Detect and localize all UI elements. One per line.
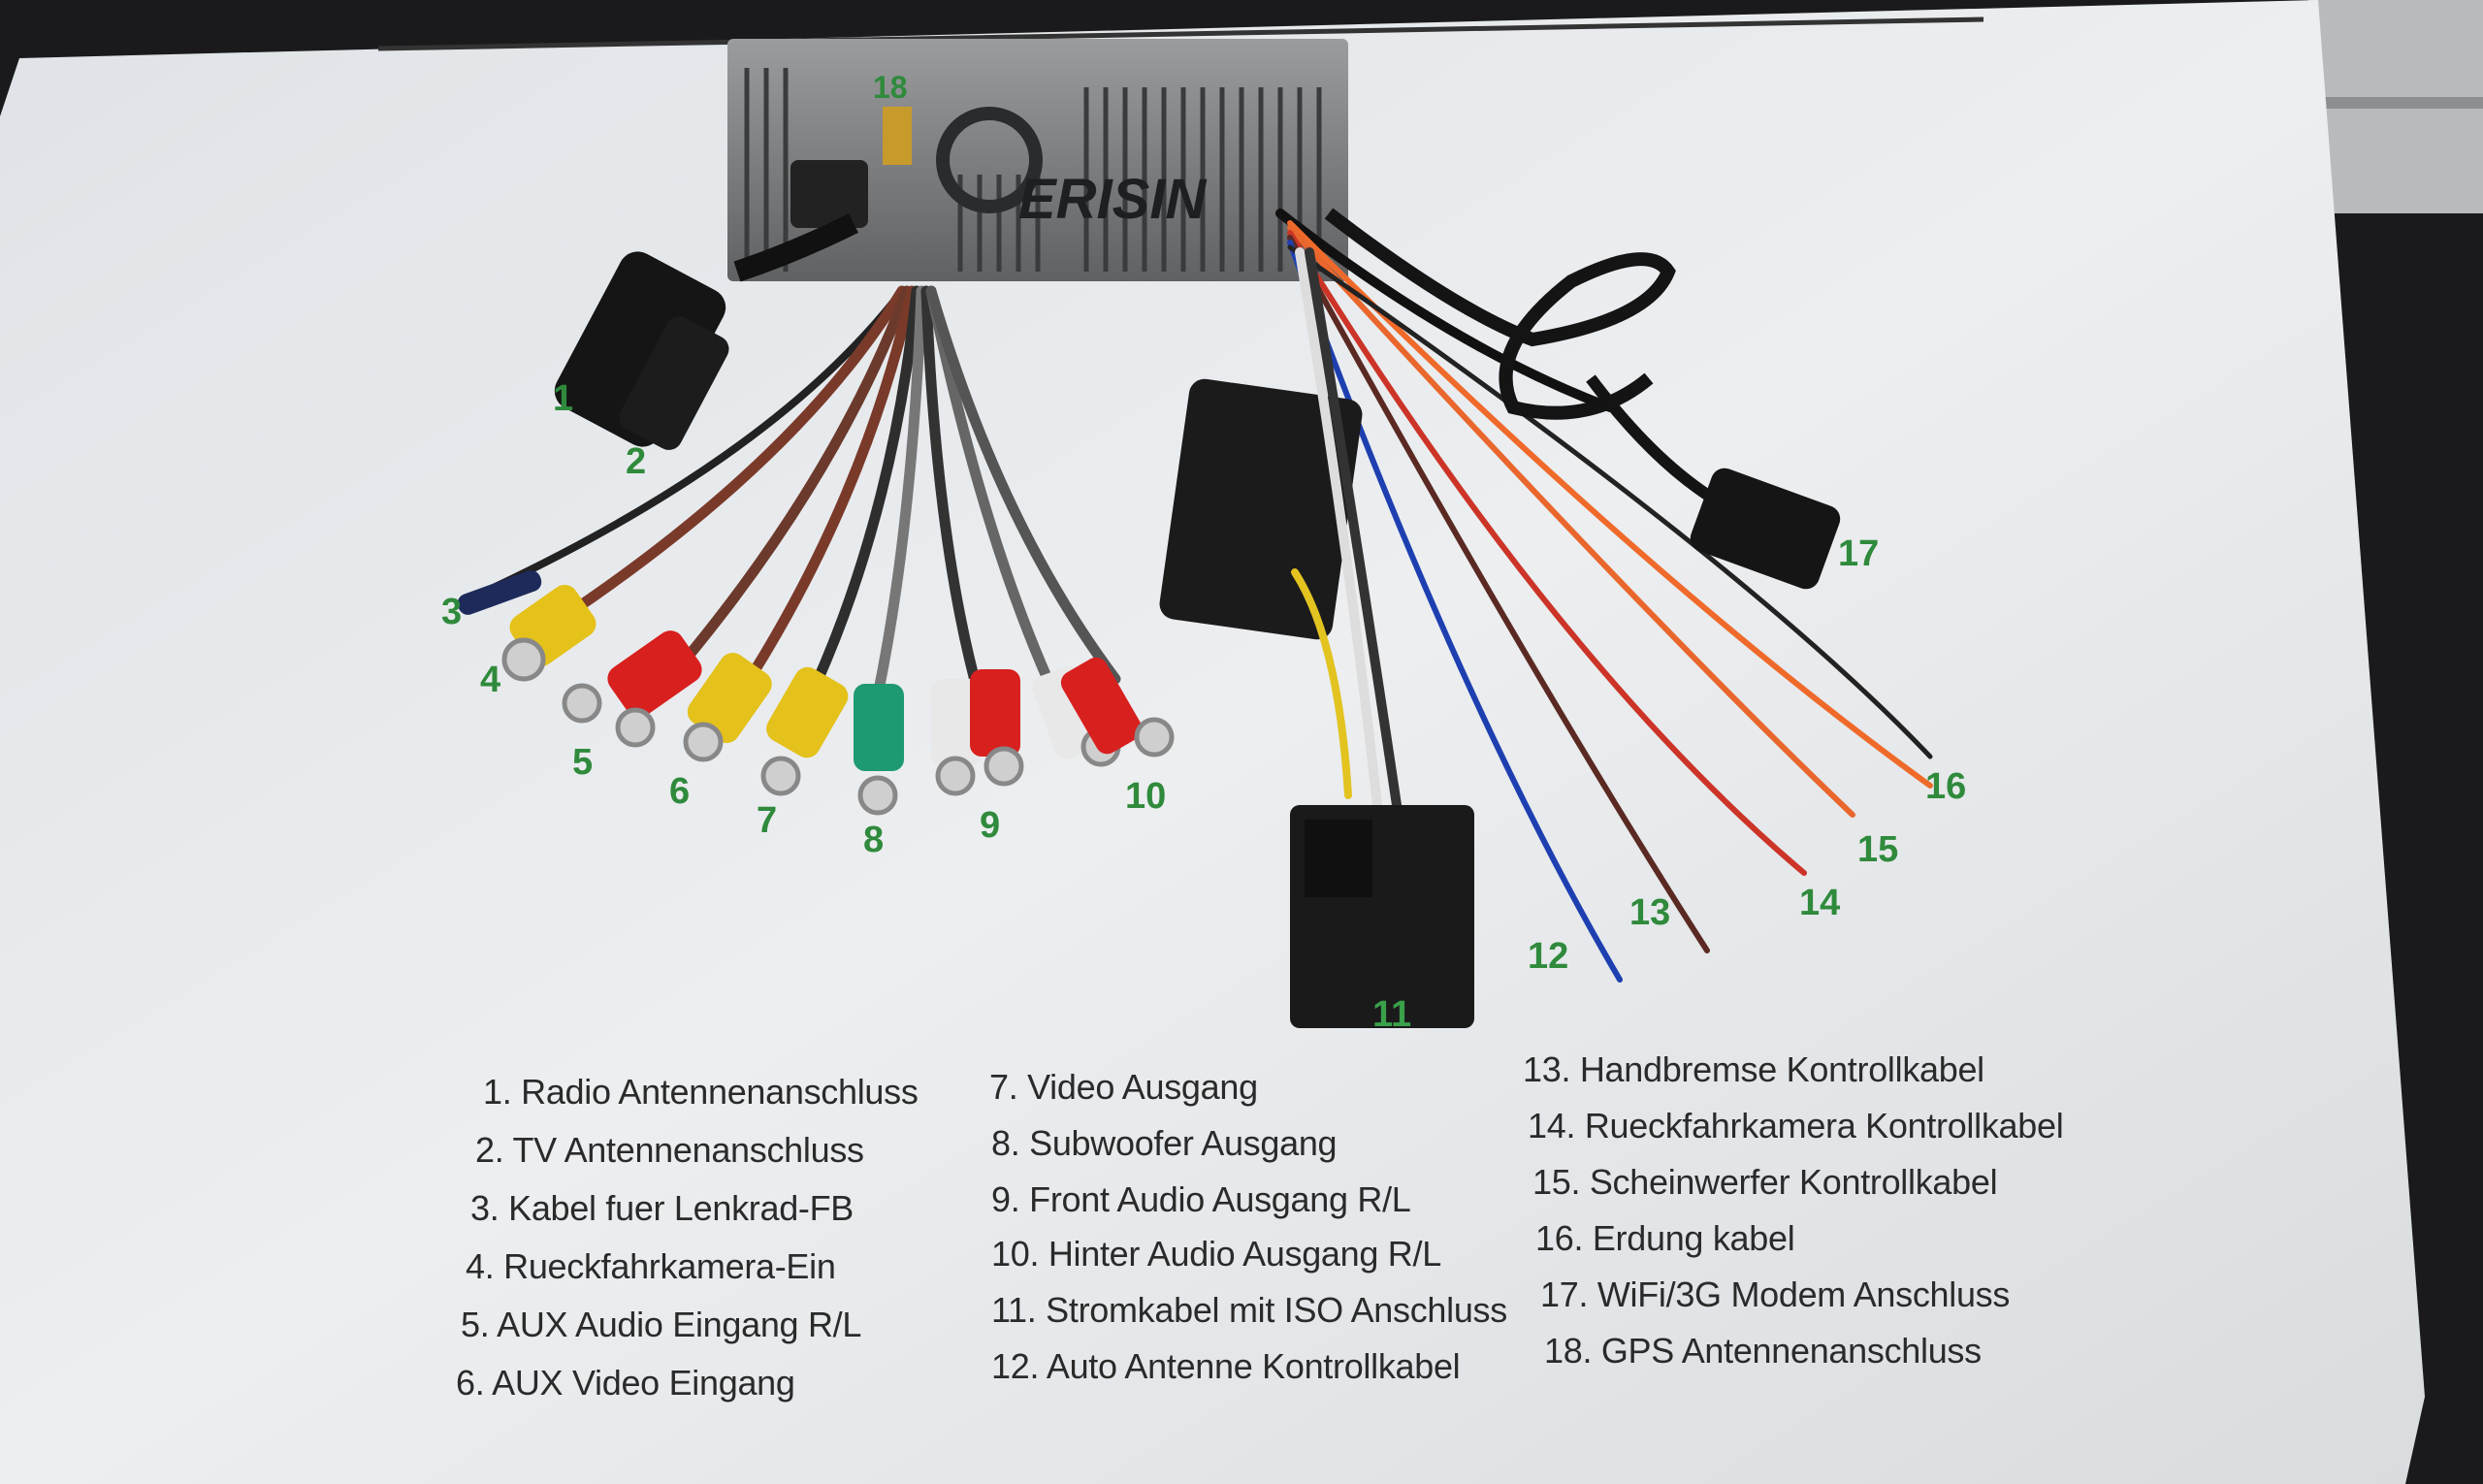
legend-item: 13. Handbremse Kontrollkabel <box>1523 1049 1984 1089</box>
callout-6: 6 <box>669 771 691 812</box>
callout-4: 4 <box>480 660 501 700</box>
legend-item: 15. Scheinwerfer Kontrollkabel <box>1532 1162 1998 1202</box>
callout-18: 18 <box>873 70 908 105</box>
legend-item: 12. Auto Antenne Kontrollkabel <box>991 1346 1461 1386</box>
callout-1: 1 <box>553 378 574 419</box>
legend-item: 8. Subwoofer Ausgang <box>991 1123 1338 1163</box>
callout-13: 13 <box>1629 892 1671 933</box>
power-harness <box>1159 209 1933 1028</box>
callout-12: 12 <box>1528 936 1569 977</box>
callout-3: 3 <box>441 592 463 632</box>
legend-item: 6. AUX Video Eingang <box>456 1363 795 1403</box>
legend-item: 4. Rueckfahrkamera-Ein <box>466 1246 836 1286</box>
legend-item: 7. Video Ausgang <box>989 1067 1258 1107</box>
callout-14: 14 <box>1799 883 1841 923</box>
legend-item: 17. WiFi/3G Modem Anschluss <box>1540 1274 2011 1314</box>
legend-item: 14. Rueckfahrkamera Kontrollkabel <box>1528 1106 2064 1145</box>
callout-17: 17 <box>1838 533 1880 574</box>
callout-9: 9 <box>980 805 1001 846</box>
head-unit: ERISIN <box>727 39 1348 281</box>
callout-5: 5 <box>572 742 594 783</box>
legend-item: 2. TV Antennenanschluss <box>475 1130 864 1170</box>
callout-15: 15 <box>1857 829 1899 870</box>
legend-item: 3. Kabel fuer Lenkrad-FB <box>470 1188 855 1228</box>
callout-10: 10 <box>1125 776 1167 817</box>
legend-item: 1. Radio Antennenanschluss <box>483 1072 919 1112</box>
legend-item: 18. GPS Antennenanschluss <box>1544 1331 1982 1371</box>
callout-2: 2 <box>626 441 647 482</box>
callout-11: 11 <box>1372 994 1412 1035</box>
antenna-connectors <box>554 213 858 450</box>
legend-item: 5. AUX Audio Eingang R/L <box>461 1305 862 1344</box>
callout-7: 7 <box>757 800 778 841</box>
unit-logo: ERISIN <box>1018 168 1207 231</box>
legend-item: 16. Erdung kabel <box>1535 1218 1795 1258</box>
legend-item: 11. Stromkabel mit ISO Anschluss <box>991 1290 1507 1330</box>
legend-item: 10. Hinter Audio Ausgang R/L <box>991 1234 1441 1274</box>
callout-16: 16 <box>1925 766 1967 807</box>
rca-plugs <box>457 570 1175 816</box>
rca-wire-bundle <box>481 285 1121 724</box>
legend-item: 9. Front Audio Ausgang R/L <box>991 1179 1411 1219</box>
callout-8: 8 <box>863 820 885 860</box>
wifi-modem-cable <box>1324 208 1841 590</box>
